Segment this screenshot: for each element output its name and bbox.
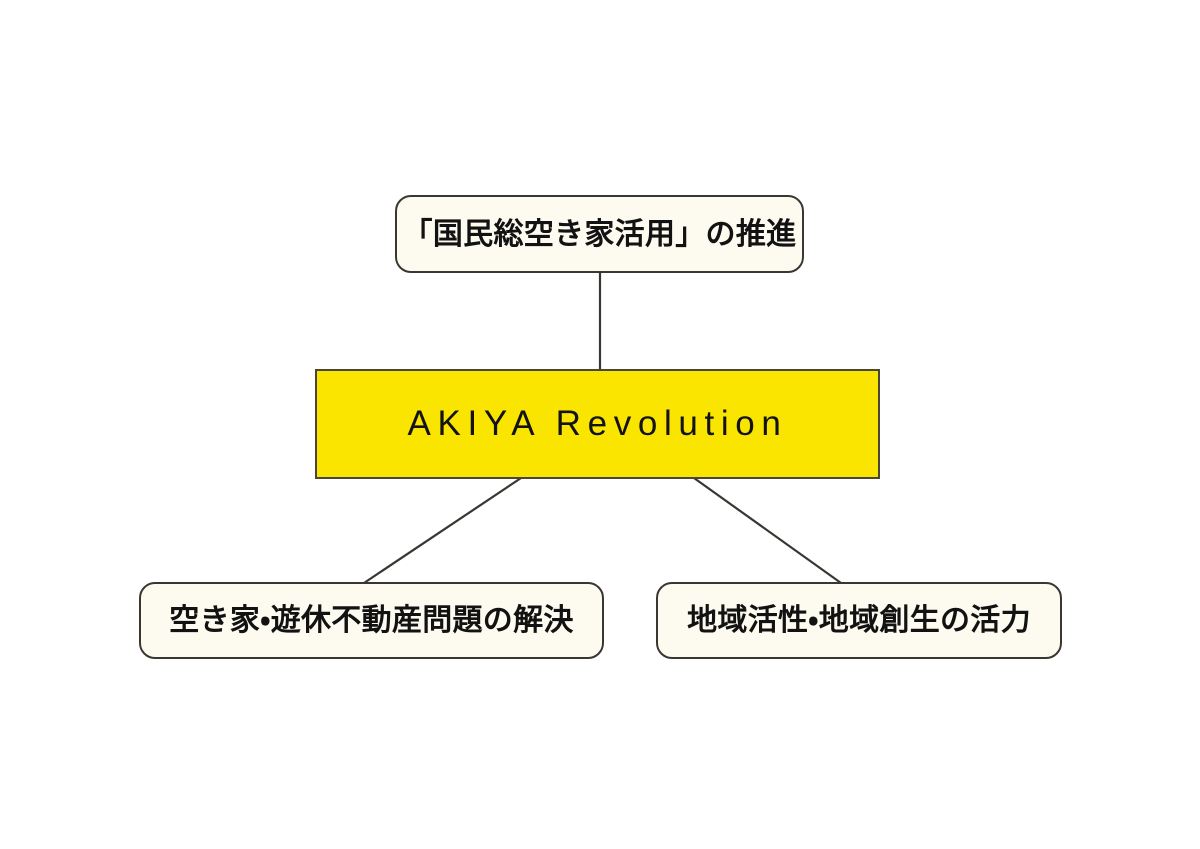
- node-outcome-left-label: 空き家・遊休不動産問題の解決: [169, 604, 574, 637]
- node-top-goal[interactable]: 「国民総空き家活用」の推進: [395, 195, 804, 273]
- node-central-concept[interactable]: AKIYA Revolution: [315, 369, 880, 479]
- node-top-goal-label: 「国民総空き家活用」の推進: [402, 217, 797, 251]
- node-central-concept-label: AKIYA Revolution: [407, 404, 788, 443]
- connector-brand-to-outcome-right: [693, 477, 842, 584]
- node-outcome-left[interactable]: 空き家・遊休不動産問題の解決: [139, 582, 604, 659]
- node-outcome-right[interactable]: 地域活性・地域創生の活力: [656, 582, 1062, 659]
- node-outcome-right-label: 地域活性・地域創生の活力: [687, 604, 1031, 637]
- connector-brand-to-outcome-left: [363, 477, 522, 584]
